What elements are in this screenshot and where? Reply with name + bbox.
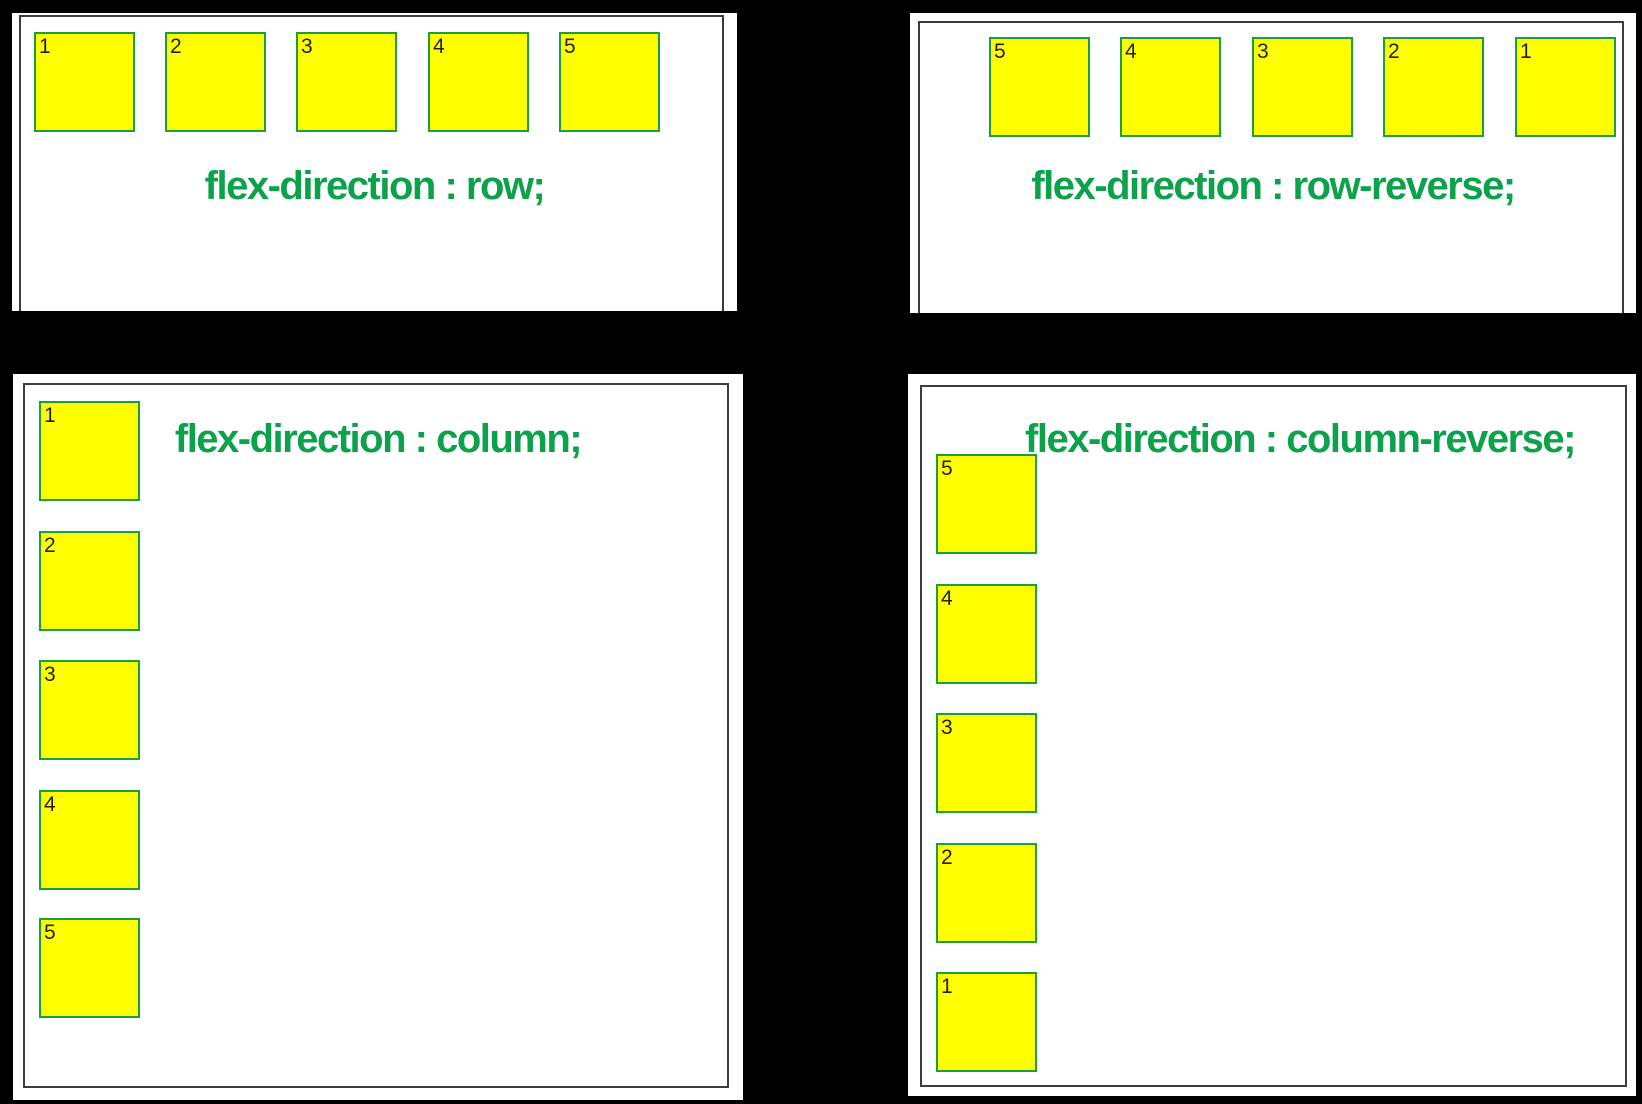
flex-item-number: 3 [44, 663, 56, 686]
flex-item-number: 3 [301, 35, 313, 58]
flex-item: 4 [1120, 37, 1221, 137]
flex-item: 2 [165, 32, 266, 132]
flex-item: 1 [34, 32, 135, 132]
flex-item: 5 [559, 32, 660, 132]
flex-item: 5 [989, 37, 1090, 137]
flex-item: 2 [39, 531, 140, 631]
flex-item: 3 [936, 713, 1037, 813]
flex-item-number: 5 [564, 35, 576, 58]
flex-item: 1 [1515, 37, 1616, 137]
window-border-frame [23, 383, 729, 1088]
flex-item: 3 [296, 32, 397, 132]
flex-item-number: 5 [941, 457, 953, 480]
flex-item-number: 1 [44, 404, 56, 427]
flex-direction-label: flex-direction : column; [174, 417, 583, 461]
flex-item-number: 3 [1257, 40, 1269, 63]
flex-item: 4 [39, 790, 140, 890]
flex-item: 3 [1252, 37, 1353, 137]
window-border-frame [19, 15, 724, 311]
flex-item-number: 2 [941, 846, 953, 869]
flex-item-number: 2 [1388, 40, 1400, 63]
flex-item: 5 [936, 454, 1037, 554]
flex-item-number: 2 [170, 35, 182, 58]
flex-item: 4 [936, 584, 1037, 684]
flex-direction-label: flex-direction : row; [204, 164, 546, 208]
flex-item: 1 [39, 401, 140, 501]
flex-item: 1 [936, 972, 1037, 1072]
flex-item-number: 3 [941, 716, 953, 739]
flex-item-number: 4 [433, 35, 445, 58]
flex-item: 4 [428, 32, 529, 132]
flex-direction-label: flex-direction : row-reverse; [1031, 164, 1516, 208]
flex-item-number: 1 [39, 35, 51, 58]
flex-item-number: 1 [1520, 40, 1532, 63]
flex-item: 2 [936, 843, 1037, 943]
window-border-frame [920, 385, 1627, 1087]
flex-direction-label: flex-direction : column-reverse; [1025, 417, 1576, 461]
flex-item-number: 2 [44, 534, 56, 557]
flex-item-number: 5 [44, 921, 56, 944]
panel-flex-direction-column-reverse: 5 4 3 2 1 flex-direction : column-revers… [908, 374, 1636, 1096]
flex-item-number: 5 [994, 40, 1006, 63]
flex-item-number: 4 [1125, 40, 1137, 63]
flex-item: 5 [39, 918, 140, 1018]
panel-flex-direction-column: 1 2 3 4 5 flex-direction : column; [13, 374, 743, 1100]
flex-item-number: 1 [941, 975, 953, 998]
panel-flex-direction-row-reverse: 5 4 3 2 1 flex-direction : row-reverse; [910, 13, 1636, 313]
panel-flex-direction-row: 1 2 3 4 5 flex-direction : row; [12, 13, 737, 311]
flex-item-number: 4 [941, 587, 953, 610]
flex-item-number: 4 [44, 793, 56, 816]
window-border-frame [918, 21, 1624, 313]
flex-item: 2 [1383, 37, 1484, 137]
flex-item: 3 [39, 660, 140, 760]
